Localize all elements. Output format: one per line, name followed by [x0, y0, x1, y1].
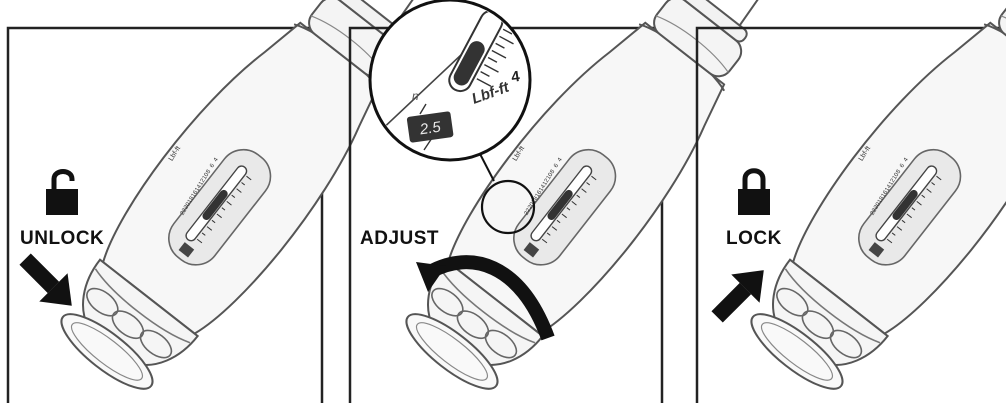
panel-lock: Lbf-ft 22201816141210864 LOCK [697, 0, 1006, 403]
open-padlock-icon [46, 172, 78, 216]
callout-letter: n [412, 89, 419, 103]
lock-label: LOCK [726, 228, 782, 249]
adjust-label: ADJUST [360, 228, 439, 249]
closed-padlock-icon [738, 171, 770, 215]
arrow-down-left-icon [11, 245, 86, 320]
svg-text:2.5: 2.5 [418, 119, 443, 139]
unlock-label: UNLOCK [20, 228, 104, 249]
